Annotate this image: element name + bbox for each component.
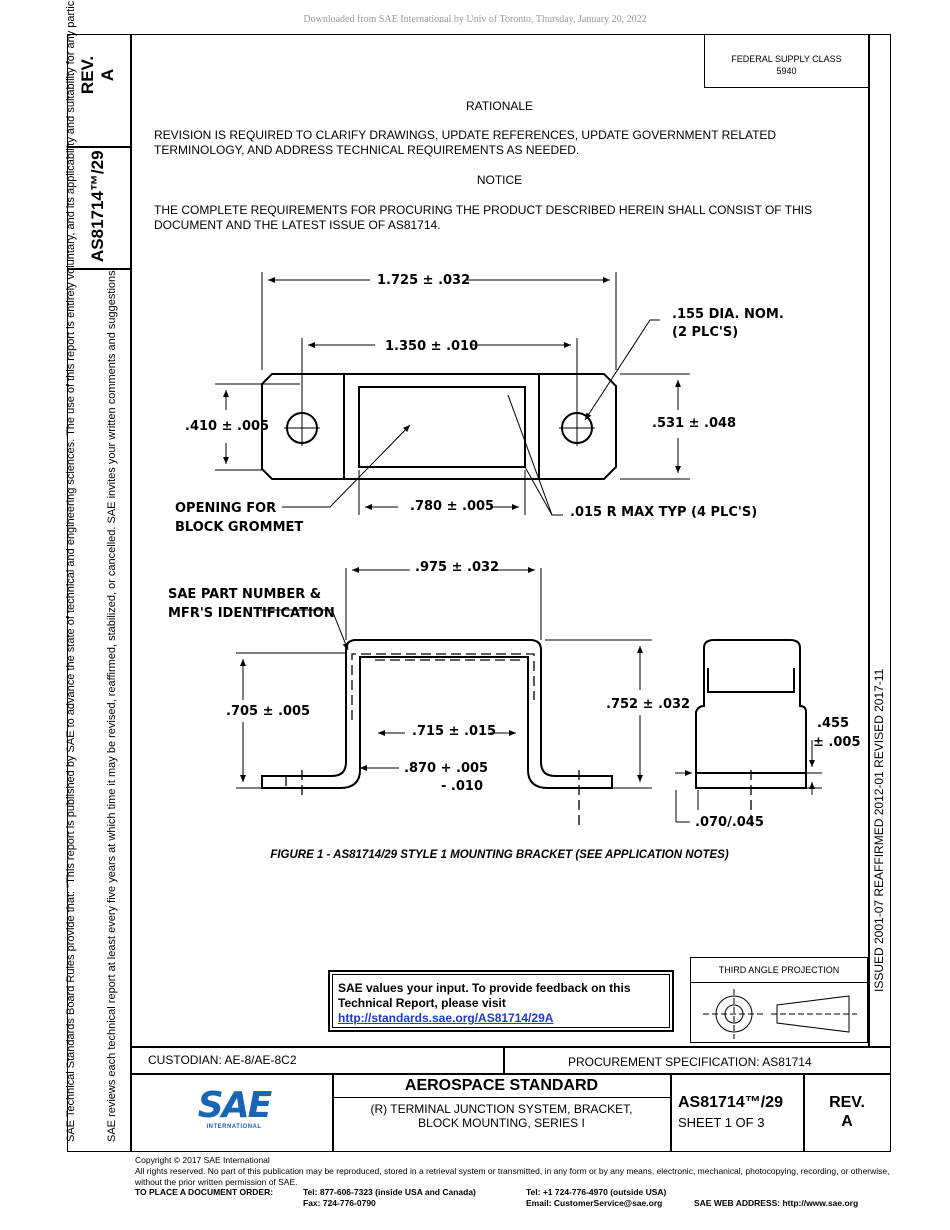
dim-overall-length: 1.725 ± .032 <box>377 273 470 288</box>
page-frame <box>67 34 891 1152</box>
titleblock-doc-number: AS81714™/29 <box>678 1094 783 1111</box>
rights-statement: All rights reserved. No part of this pub… <box>135 1166 890 1187</box>
side-view-outline <box>261 639 613 789</box>
left-margin-divider <box>130 34 132 1152</box>
dim-left-height: .410 ± .005 <box>185 419 269 434</box>
dim-thickness: .070/.045 <box>695 815 764 830</box>
dim-hole-dia: .155 DIA. NOM. <box>672 307 784 322</box>
third-angle-projection-box: THIRD ANGLE PROJECTION <box>690 957 868 1043</box>
procurement-spec: PROCUREMENT SPECIFICATION: AS81714 <box>568 1055 812 1069</box>
dim-total-height: .752 ± .032 <box>606 697 690 712</box>
end-view-outline <box>695 639 807 789</box>
margin-rev: REV.A <box>78 55 117 95</box>
board-rules-text: SAE Technical Standards Board Rules prov… <box>65 0 77 1142</box>
copyright: Copyright © 2017 SAE International <box>135 1155 270 1165</box>
docnum-box-divider <box>67 268 131 270</box>
rationale-heading: RATIONALE <box>465 99 534 113</box>
projection-symbol-icon <box>703 989 857 1039</box>
email: Email: CustomerService@sae.org <box>526 1198 663 1208</box>
order-label: TO PLACE A DOCUMENT ORDER: <box>135 1187 274 1197</box>
tel-usa: Tel: 877-606-7323 (inside USA and Canada… <box>303 1187 476 1197</box>
dim-hole-count: (2 PLC'S) <box>672 325 738 340</box>
sheet-number: SHEET 1 OF 3 <box>678 1115 765 1130</box>
footer: Copyright © 2017 SAE International All r… <box>135 1155 895 1188</box>
titleblock-divider-2 <box>332 1073 334 1152</box>
sae-logo: SAE INTERNATIONAL <box>197 1085 272 1131</box>
download-notice: Downloaded from SAE International by Uni… <box>303 14 647 25</box>
projection-label: THIRD ANGLE PROJECTION <box>718 965 840 975</box>
label-opening-1: OPENING FOR <box>175 501 276 516</box>
custodian: CUSTODIAN: AE-8/AE-8C2 <box>148 1053 297 1067</box>
dim-side-height: .705 ± .005 <box>226 704 310 719</box>
web-address: SAE WEB ADDRESS: http://www.sae.org <box>694 1198 859 1208</box>
dim-right-height: .531 ± .048 <box>652 416 736 431</box>
federal-supply-value: 5940 <box>776 66 797 76</box>
label-opening-2: BLOCK GROMMET <box>175 520 303 535</box>
dim-base-a: .870 + .005 <box>404 761 488 776</box>
dim-inner-width: .715 ± .015 <box>412 724 496 739</box>
issue-dates: ISSUED 2001-07 REAFFIRMED 2012-01 REVISE… <box>872 668 886 992</box>
feedback-box: SAE values your input. To provide feedba… <box>328 970 674 1032</box>
bracket-drawing: 1.725 ± .032 1.350 ± .010 .155 DIA. NOM.… <box>168 272 861 830</box>
titleblock-divider-3 <box>670 1073 672 1152</box>
notice-text: THE COMPLETE REQUIREMENTS FOR PROCURING … <box>154 203 813 232</box>
dim-opening-width: .780 ± .005 <box>410 499 494 514</box>
dim-corner-radius: .015 R MAX TYP (4 PLC'S) <box>570 505 757 520</box>
label-part-number-2: MFR'S IDENTIFICATION <box>168 606 335 621</box>
aerospace-standard: AEROSPACE STANDARD <box>404 1077 599 1094</box>
figure-caption: FIGURE 1 - AS81714/29 STYLE 1 MOUNTING B… <box>270 849 729 861</box>
label-part-number-1: SAE PART NUMBER & <box>168 587 321 602</box>
notice-heading: NOTICE <box>476 173 523 187</box>
right-margin-divider <box>868 34 870 1046</box>
titleblock-rev: REV. A <box>829 1094 865 1130</box>
dim-hole-spacing: 1.350 ± .010 <box>385 339 478 354</box>
federal-supply-box: FEDERAL SUPPLY CLASS 5940 <box>704 34 868 88</box>
dim-base-b: - .010 <box>441 779 483 794</box>
titleblock-top-line <box>131 1046 891 1048</box>
top-view-outline <box>261 373 617 480</box>
dim-end-height-b: ± .005 <box>813 735 861 750</box>
document-title: (R) TERMINAL JUNCTION SYSTEM, BRACKET, B… <box>370 1102 633 1130</box>
tel-outside: Tel: +1 724-776-4970 (outside USA) <box>526 1187 667 1197</box>
fax: Fax: 724-776-0790 <box>303 1198 376 1208</box>
dim-end-height-a: .455 <box>817 716 849 731</box>
federal-supply-label: FEDERAL SUPPLY CLASS <box>731 54 842 64</box>
titleblock-divider-1 <box>503 1046 505 1074</box>
titleblock-divider-4 <box>803 1073 805 1152</box>
rationale-text: REVISION IS REQUIRED TO CLARIFY DRAWINGS… <box>154 128 777 157</box>
dim-top-width: .975 ± .032 <box>415 560 499 575</box>
margin-doc-number: AS81714™/29 <box>88 150 107 262</box>
review-note-text: SAE reviews each technical report at lea… <box>106 267 118 1142</box>
titleblock-divider-5 <box>332 1097 671 1098</box>
rev-box-divider <box>67 146 131 148</box>
feedback-link[interactable]: http://standards.sae.org/AS81714/29A <box>338 1011 554 1025</box>
feedback-text: SAE values your input. To provide feedba… <box>338 981 631 1010</box>
titleblock-mid-line <box>131 1073 891 1075</box>
